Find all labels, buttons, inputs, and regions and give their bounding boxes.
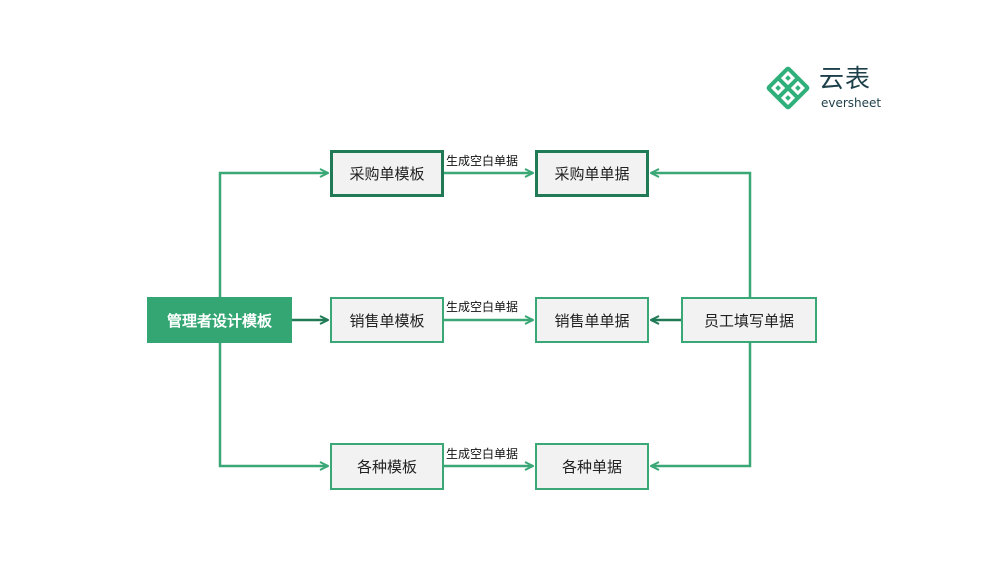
connector-employee-to-various-docs — [651, 343, 752, 466]
node-various-docs: 各种单据 — [535, 443, 649, 490]
edge-label-top: 生成空白单据 — [446, 154, 519, 168]
logo-text-en: eversheet — [821, 96, 882, 110]
node-sales-template: 销售单模板 — [330, 297, 444, 343]
edge-label-bottom: 生成空白单据 — [446, 447, 519, 461]
connector-employee-to-purchase-doc — [651, 173, 752, 297]
node-sales-doc: 销售单单据 — [535, 297, 649, 343]
connector-root-to-purchase-template — [218, 173, 328, 297]
node-designer: 管理者设计模板 — [147, 297, 292, 343]
node-purchase-doc: 采购单单据 — [535, 150, 649, 197]
logo-text-cn: 云表 — [819, 64, 872, 93]
edge-label-middle: 生成空白单据 — [446, 300, 519, 314]
node-employee: 员工填写单据 — [681, 297, 817, 343]
eversheet-logo: 云表 eversheet — [764, 62, 889, 118]
connector-root-to-various-templates — [218, 343, 328, 466]
node-purchase-template: 采购单模板 — [330, 150, 444, 197]
logo-mark-icon — [766, 66, 810, 110]
node-various-templates: 各种模板 — [330, 443, 444, 490]
